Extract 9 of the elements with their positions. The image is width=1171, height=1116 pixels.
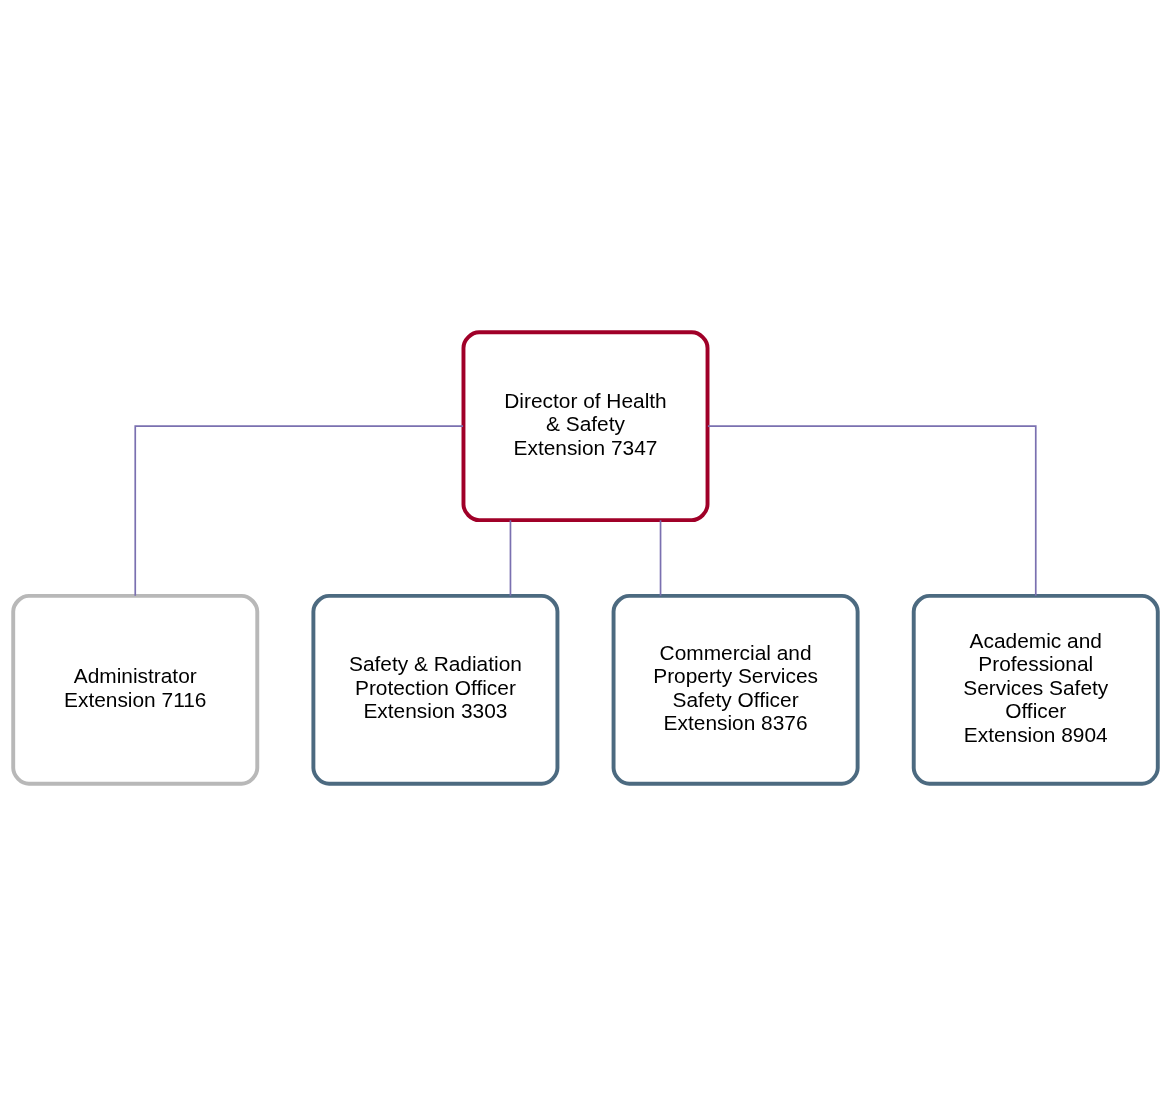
node-box: Director of Health & Safety Extension 7347 <box>461 330 710 523</box>
connector <box>707 425 1037 597</box>
connector <box>509 519 512 597</box>
node-box: Administrator Extension 7116 <box>11 593 260 786</box>
node-box: Commercial and Property Services Safety Officer Extension 8376 <box>611 593 860 786</box>
node-box: Safety & Radiation Protection Officer Extension 3303 <box>311 593 560 786</box>
connector <box>134 425 464 597</box>
connector <box>659 519 662 597</box>
node-box: Academic and Professional Services Safety Officer Extension 8904 <box>911 593 1160 786</box>
